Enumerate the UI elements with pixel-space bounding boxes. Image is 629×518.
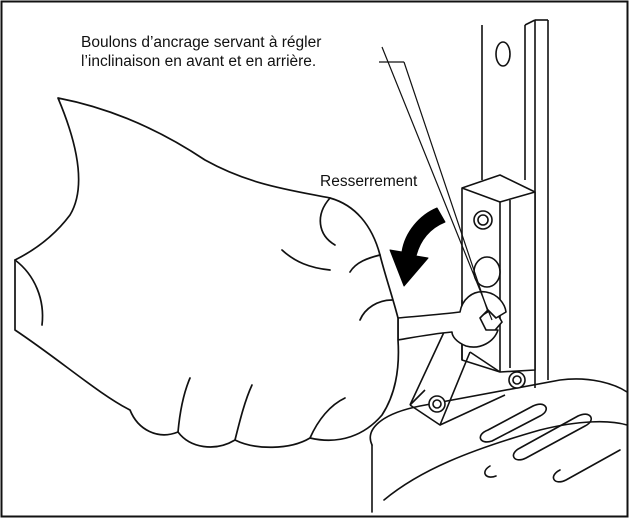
base-plate — [369, 378, 628, 513]
base-slot-3 — [552, 449, 621, 483]
tightening-label: Resserrement — [320, 173, 418, 190]
callout-text-line-1: Boulons d’ancrage servant à régler — [81, 34, 322, 51]
callout-leader — [379, 46, 493, 321]
base-slot-1 — [479, 403, 548, 443]
tightening-arrow-icon — [389, 207, 446, 287]
callout-text-line-2: l’inclinaison en avant et en arrière. — [81, 53, 317, 70]
hand — [14, 97, 400, 449]
bracket-bolts — [428, 210, 526, 413]
post-hole — [495, 41, 511, 67]
base-slot-2 — [512, 413, 593, 461]
wrench — [397, 290, 507, 348]
